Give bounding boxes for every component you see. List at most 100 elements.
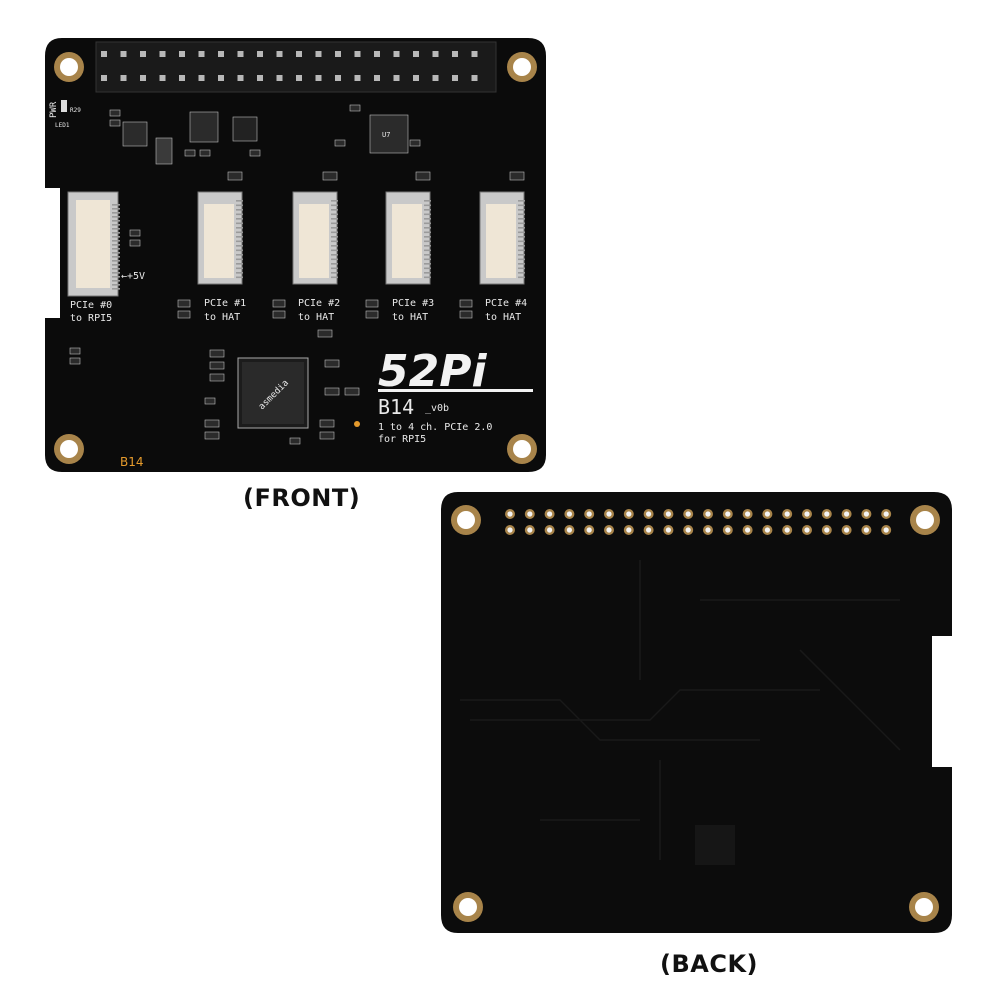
gpio-solder-hole xyxy=(586,527,592,533)
connector-contact xyxy=(112,212,120,214)
gpio-pin xyxy=(218,75,224,81)
back-mount-holes xyxy=(451,505,940,922)
connector-contact xyxy=(112,284,120,286)
u7-label: U7 xyxy=(382,131,390,139)
gpio-solder-hole xyxy=(547,511,553,517)
gpio-pin xyxy=(315,51,322,57)
connector-contact xyxy=(424,258,431,261)
port4-line1: PCIe #4 xyxy=(485,298,527,309)
gpio-solder-hole xyxy=(586,511,592,517)
hat-connector-slot xyxy=(486,204,516,278)
gpio-pin xyxy=(120,75,127,81)
smd-component xyxy=(365,310,379,319)
connector-contact xyxy=(236,236,243,238)
gpio-pin xyxy=(315,75,322,81)
smd-component xyxy=(415,171,431,181)
connector-contact xyxy=(236,267,243,270)
gpio-solder-hole xyxy=(507,511,513,517)
hat-connector-slot xyxy=(299,204,329,278)
gpio-pin xyxy=(140,51,146,57)
gpio-pin xyxy=(393,51,400,57)
connector-contact xyxy=(518,213,525,216)
connector-contact xyxy=(331,200,338,202)
pcie0-connector xyxy=(67,191,120,297)
port0-line2: to RPI5 xyxy=(70,313,112,324)
chip-side-components xyxy=(69,229,360,445)
back-caption: (BACK) xyxy=(660,950,759,978)
connector-contact xyxy=(236,213,243,216)
gpio-solder-hole xyxy=(507,527,513,533)
gpio-pin xyxy=(218,51,224,57)
connector-contact xyxy=(331,245,338,247)
gpio-pin xyxy=(101,51,107,57)
gpio-solder-hole xyxy=(804,511,810,517)
gpio-solder-hole xyxy=(745,527,751,533)
connector-contact xyxy=(112,220,120,222)
connector-contact xyxy=(518,258,525,261)
description-line2: for RPI5 xyxy=(378,434,426,445)
smd-component xyxy=(459,299,473,308)
connector-contact xyxy=(236,209,243,211)
gpio-solder-hole xyxy=(844,511,850,517)
gpio-solder-hole xyxy=(646,527,652,533)
connector-contact xyxy=(236,204,243,207)
gpio-solder-hole xyxy=(606,527,612,533)
gpio-pin xyxy=(257,75,263,81)
connector-contact xyxy=(424,218,431,220)
connector-contact xyxy=(518,231,525,234)
connector-contact xyxy=(236,245,243,247)
connector-contact xyxy=(112,208,120,210)
connector-contact xyxy=(331,209,338,211)
gpio-solder-hole xyxy=(824,511,830,517)
gpio-solder-hole xyxy=(527,511,533,517)
smd-component xyxy=(177,299,191,308)
connector-contact xyxy=(424,245,431,247)
connector-contact xyxy=(112,204,120,206)
model-name: B14 xyxy=(378,395,414,419)
connector-contact xyxy=(424,254,431,256)
smd-component xyxy=(177,310,191,319)
gpio-solder-hole xyxy=(626,511,632,517)
gpio-pin xyxy=(432,51,439,57)
gpio-pin xyxy=(159,51,166,57)
smd-component xyxy=(272,310,286,319)
gpio-solder-hole xyxy=(863,511,870,517)
connector-contact xyxy=(518,263,525,265)
connector-contact xyxy=(112,280,120,282)
hat-connector-slot xyxy=(204,204,234,278)
gpio-pin xyxy=(335,51,341,57)
gpio-solder-hole xyxy=(566,527,573,533)
gpio-solder-hole xyxy=(527,527,533,533)
gpio-pin xyxy=(276,75,283,81)
front-caption: (FRONT) xyxy=(243,484,361,512)
gpio-pin xyxy=(237,75,244,81)
gpio-solder-hole xyxy=(804,527,810,533)
front-mount-holes xyxy=(54,52,537,464)
connector-contact xyxy=(331,222,338,225)
gpio-header xyxy=(95,41,497,93)
connector-contact xyxy=(518,218,525,220)
connector-contact xyxy=(424,227,431,229)
connector-contact xyxy=(236,218,243,220)
gpio-solder-hole xyxy=(764,511,771,517)
connector-contact xyxy=(112,232,120,234)
model-version: _v0b xyxy=(425,403,449,414)
smd-component xyxy=(272,299,286,308)
gpio-solder-hole xyxy=(784,511,790,517)
connector-contact xyxy=(424,209,431,211)
smd-component xyxy=(322,171,338,181)
corner-model-label: B14 xyxy=(120,455,144,469)
gpio-pin xyxy=(296,51,302,57)
hat-connector-slot xyxy=(392,204,422,278)
gpio-pin xyxy=(452,51,458,57)
gpio-solder-hole xyxy=(646,511,652,517)
connector-contact xyxy=(236,200,243,202)
gpio-pin xyxy=(335,75,341,81)
gpio-solder-hole xyxy=(883,527,889,533)
gpio-solder-hole xyxy=(626,527,632,533)
connector-contact xyxy=(331,254,338,256)
connector-contact xyxy=(331,258,338,261)
connector-contact xyxy=(518,222,525,225)
connector-contact xyxy=(236,258,243,261)
connector-contact xyxy=(236,254,243,256)
